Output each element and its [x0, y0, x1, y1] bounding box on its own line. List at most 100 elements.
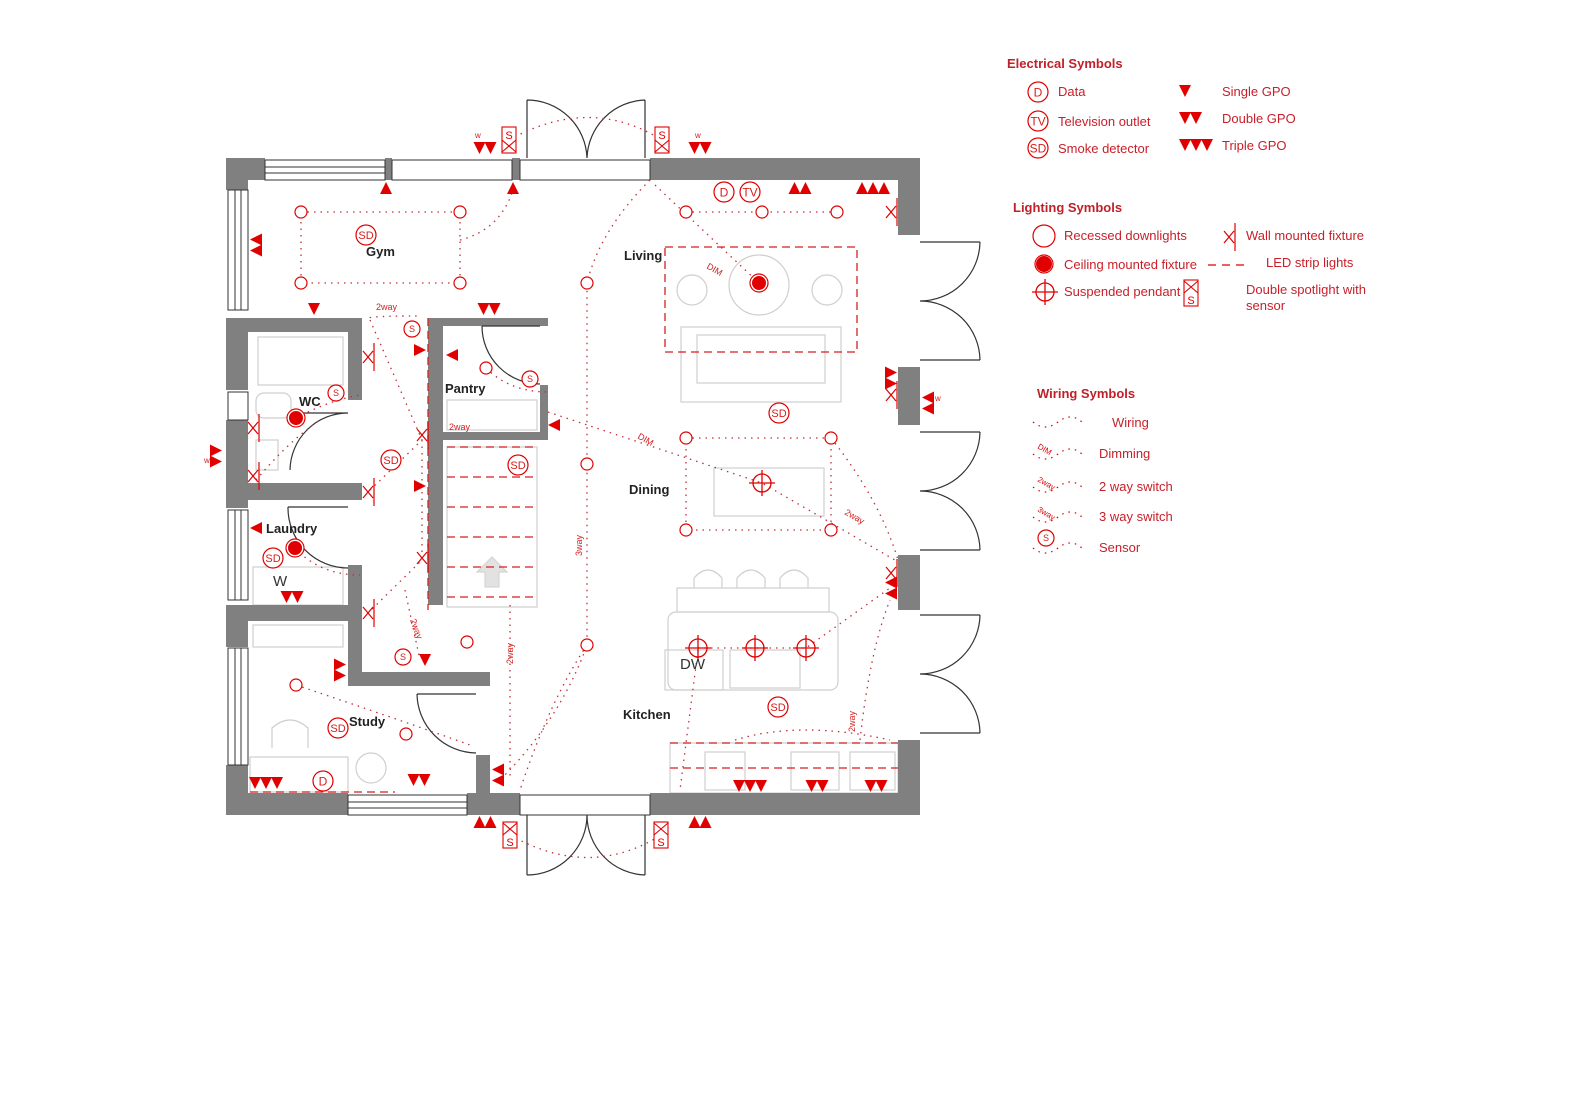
gpo-triangle	[1179, 85, 1191, 97]
sofa	[680, 326, 842, 403]
legend-item-downlight: Recessed downlights	[1064, 228, 1187, 243]
spotlight-sensor-label: S	[658, 130, 665, 142]
downlight-icon	[679, 205, 693, 219]
spotlight-sensor-label: S	[1187, 295, 1194, 307]
gpo-triangle	[922, 402, 934, 415]
gpo-triangle	[507, 182, 519, 194]
gpo-triangle	[922, 391, 934, 404]
study-door[interactable]	[416, 693, 477, 754]
legend-sensor-icon-label: S	[1043, 533, 1049, 543]
gpo-triangle	[699, 142, 712, 154]
gpo-triangle	[407, 774, 420, 786]
downlight-icon	[679, 523, 693, 537]
smoke-detector-icon-label: SD	[510, 460, 525, 472]
pendant-icon	[793, 635, 819, 661]
sensor-icon-circle	[403, 320, 421, 338]
gpo-icon	[733, 780, 767, 792]
gpo-icon	[250, 522, 262, 534]
legend-item-wall-fixture: Wall mounted fixture	[1246, 228, 1365, 243]
gpo-triangle	[885, 377, 897, 390]
gpo-icon	[419, 654, 431, 666]
tag-2way-pantry: 2way	[449, 422, 471, 432]
front-door-top[interactable]	[526, 99, 646, 159]
sink	[729, 649, 801, 689]
led-strip-kitchen	[670, 742, 898, 769]
gpo-icon	[210, 444, 222, 468]
downlight-icon	[830, 205, 844, 219]
gpo-triangle	[419, 654, 431, 666]
door-bottom[interactable]	[526, 814, 646, 876]
spotlight-cross	[1183, 280, 1199, 294]
wall-right-b	[898, 367, 920, 425]
window-glazing	[265, 166, 512, 174]
wiring-dining	[547, 411, 899, 561]
bifold-door-1[interactable]	[919, 241, 981, 361]
gpo-triangle	[477, 303, 490, 315]
legend-gpo-icon	[1179, 139, 1213, 151]
window-gym-left	[227, 189, 249, 311]
legend-pendant-icon	[1032, 279, 1058, 305]
pantry-shelf	[446, 399, 538, 431]
gpo-triangle	[308, 303, 320, 315]
gpo-triangle	[418, 774, 431, 786]
room-label-kitchen: Kitchen	[623, 707, 671, 722]
smoke-detector-icon-circle	[380, 449, 402, 471]
study-desk	[249, 756, 349, 793]
downlight-icon	[294, 205, 308, 219]
door-opening-bottom	[519, 794, 651, 816]
wall-top-mullion	[385, 158, 392, 180]
fridge	[849, 751, 896, 791]
bifold-door-3[interactable]	[919, 614, 981, 734]
gpo-triangle	[492, 763, 504, 776]
legend-item-pendant: Suspended pendant	[1064, 284, 1181, 299]
gpo-triangle	[210, 444, 222, 457]
gpo-icon	[548, 419, 560, 431]
gpo-triangle	[334, 658, 346, 671]
window-wc	[227, 391, 249, 421]
gpo-icon	[308, 303, 320, 315]
bifold-door-2[interactable]	[919, 431, 981, 551]
room-labels: Gym WC Pantry Laundry Study Living Dinin…	[203, 131, 941, 732]
tag-2way-kitchen: 2way	[847, 710, 857, 732]
wall-right-a	[898, 158, 920, 235]
downlight-icon	[460, 635, 474, 649]
wall-bottom-left	[226, 793, 348, 815]
spotlight-cross	[502, 822, 518, 836]
gpo-icon	[477, 303, 501, 315]
wall-top-right	[650, 158, 920, 180]
furniture-layer	[249, 254, 899, 794]
smoke-detector-icon: SD	[327, 717, 349, 739]
legend-tv-icon-circle	[1027, 110, 1049, 132]
gpo-triangle	[816, 780, 829, 792]
gpo-triangle	[492, 774, 504, 787]
legend-wiring-line	[1032, 448, 1083, 460]
laundry-door[interactable]	[287, 506, 349, 569]
legend-item-double-gpo: Double GPO	[1222, 111, 1296, 126]
smoke-detector-icon: SD	[380, 449, 402, 471]
wall-bottom-mid	[467, 793, 520, 815]
smoke-detector-icon-label: SD	[770, 702, 785, 714]
wall-right-c	[898, 555, 920, 610]
wall-laundry-right	[348, 565, 362, 685]
room-label-laundry: Laundry	[266, 521, 318, 536]
ceiling-fixture-icon	[752, 276, 766, 290]
washer-label: W	[273, 573, 288, 590]
downlight-icon	[824, 431, 838, 445]
wall-fixture-icon	[416, 544, 429, 572]
tag-dim-dining: DIM	[636, 431, 655, 448]
smoke-detector-icon-label: SD	[383, 455, 398, 467]
wall-wc-laundry	[248, 483, 362, 500]
gpo-triangle	[867, 182, 879, 194]
legend-item-wiring: Wiring	[1112, 415, 1149, 430]
legend-wiring-line	[1032, 481, 1083, 493]
wall-fixture-icon	[362, 478, 375, 506]
window-laundry	[227, 509, 249, 601]
legend-item-tv: Television outlet	[1058, 114, 1151, 129]
legend-sensor-icon-circle	[1037, 529, 1055, 547]
sensor-icon: S	[327, 384, 345, 402]
gpo-triangle	[805, 780, 818, 792]
spotlight-sensor-rear-left: S	[502, 821, 518, 849]
room-label-dining: Dining	[629, 482, 669, 497]
gpo-triangle	[473, 816, 486, 828]
gpo-triangle	[446, 349, 458, 361]
